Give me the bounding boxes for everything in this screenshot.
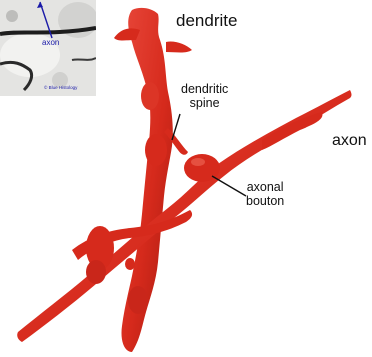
inset-credit: © Blue Histology (44, 85, 77, 90)
bouton-label-line2: bouton (246, 194, 284, 208)
dendrite-label: dendrite (176, 11, 237, 31)
inset-axon-label: axon (42, 38, 59, 47)
spine-label-line2: spine (181, 96, 228, 110)
dendrite-swelling (145, 134, 167, 166)
spine-label-line1: dendritic (181, 82, 228, 96)
bouton-pointer (212, 176, 246, 196)
dendritic-spine-label: dendritic spine (181, 82, 228, 111)
dendrite-branch (114, 28, 140, 40)
axonal-bouton-label: axonal bouton (246, 180, 284, 209)
spine-pointer (172, 114, 180, 140)
dendrite-swelling (128, 286, 148, 314)
dendrite-swelling (141, 82, 159, 110)
micrograph-image (0, 0, 96, 96)
axon-swelling (86, 260, 106, 284)
axon-label: axon (332, 132, 367, 150)
axon-segment (262, 112, 322, 150)
bouton-label-line1: axonal (246, 180, 284, 194)
bouton-highlight (191, 158, 205, 166)
axon-swelling (125, 258, 135, 270)
micrograph-inset: axon © Blue Histology (0, 0, 96, 96)
dendrite-side-spine (166, 41, 192, 52)
